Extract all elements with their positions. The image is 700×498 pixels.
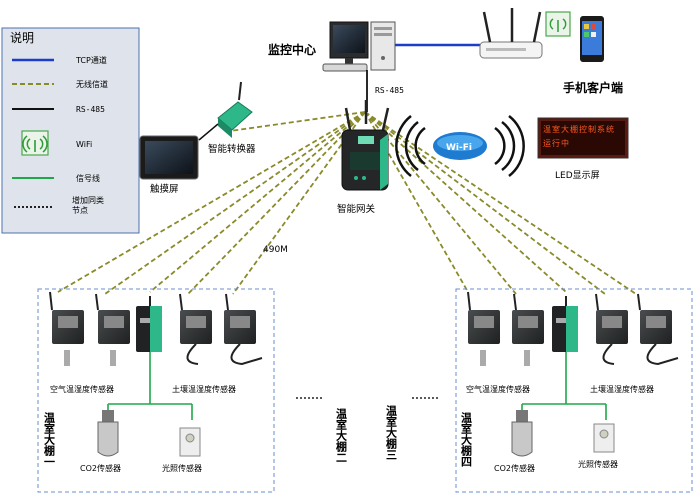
greenhouse-four <box>455 288 693 493</box>
rs485-label: RS-485 <box>375 86 404 95</box>
smart-converter <box>217 81 253 138</box>
greenhouse-one <box>37 288 275 493</box>
light-sensor <box>593 423 615 453</box>
greenhouse-four-air-label: 空气温湿度传感器 <box>466 384 530 394</box>
legend-nodes-label-box: 增加同类节点 <box>72 196 104 215</box>
greenhouse-one-air-label: 空气温湿度传感器 <box>50 384 114 394</box>
frequency-label: 490M <box>263 245 288 255</box>
greenhouse-one-co2-label: CO2传感器 <box>80 463 121 473</box>
co2-sensor <box>97 410 119 457</box>
greenhouse-four-soil-label: 土壤温湿度传感器 <box>590 384 654 394</box>
legend-wifi-label: WiFi <box>76 140 92 149</box>
soil-sensor-node <box>179 293 263 366</box>
collector-node <box>552 296 578 352</box>
legend-nodes-label: 增加同类节点 <box>72 196 104 215</box>
greenhouse-one-boundary <box>37 288 275 493</box>
greenhouse-four-co2-label: CO2传感器 <box>494 463 535 473</box>
air-sensor-node <box>49 291 130 366</box>
light-sensor <box>179 427 201 457</box>
greenhouse-one-light-label: 光照传感器 <box>162 463 202 473</box>
legend-tcp-label: TCP通道 <box>75 55 107 65</box>
smartphone-icon <box>580 16 604 62</box>
greenhouse-one-soil-label: 土壤温湿度传感器 <box>172 384 236 394</box>
greenhouse-four-title: 温室大棚四 <box>460 411 473 467</box>
legend: 说明 TCP通道 无线信道 RS-485 WiFi 信号线 增加同类节点 <box>1 27 140 234</box>
mobile-client-label: 手机客户端 <box>563 80 623 95</box>
monitor-center-label: 监控中心 <box>268 42 316 57</box>
air-sensor-node <box>467 291 544 366</box>
led-screen-text-box: 温室大棚控制系统运行中 <box>543 125 615 148</box>
led-screen-text: 温室大棚控制系统运行中 <box>543 125 615 148</box>
greenhouse-four-light-label: 光照传感器 <box>578 459 618 469</box>
smart-converter-label: 智能转换器 <box>208 143 256 155</box>
greenhouse-four-boundary <box>455 288 693 493</box>
greenhouse-three-title: 温室大棚三 <box>385 404 398 460</box>
led-screen <box>537 117 629 159</box>
co2-sensor <box>511 410 533 457</box>
smart-gateway <box>341 100 390 191</box>
smart-gateway-label: 智能网关 <box>337 203 376 215</box>
wifi-icon <box>545 11 571 37</box>
touch-screen <box>139 135 199 180</box>
monitor-center-pc <box>322 21 396 72</box>
wifi-icon <box>21 130 49 156</box>
legend-title: 说明 <box>10 30 34 45</box>
converter-screen-link <box>198 123 219 141</box>
legend-signal-label: 信号线 <box>76 173 100 183</box>
led-screen-label: LED显示屏 <box>555 170 600 181</box>
router <box>479 8 543 59</box>
soil-sensor-node <box>595 293 679 366</box>
greenhouse-two-title: 温室大棚二 <box>335 407 348 463</box>
legend-wireless-label: 无线信道 <box>76 79 108 89</box>
collector-node <box>136 296 162 352</box>
wireless-links <box>57 111 637 295</box>
legend-rs485-label: RS-485 <box>76 105 105 114</box>
wifi-logo-text: Wi-Fi <box>446 143 472 153</box>
greenhouse-one-title: 温室大棚一 <box>43 411 56 467</box>
signal-lines <box>521 352 607 420</box>
touch-screen-label: 触摸屏 <box>150 183 179 195</box>
wifi-broadcast-icon <box>395 115 525 177</box>
